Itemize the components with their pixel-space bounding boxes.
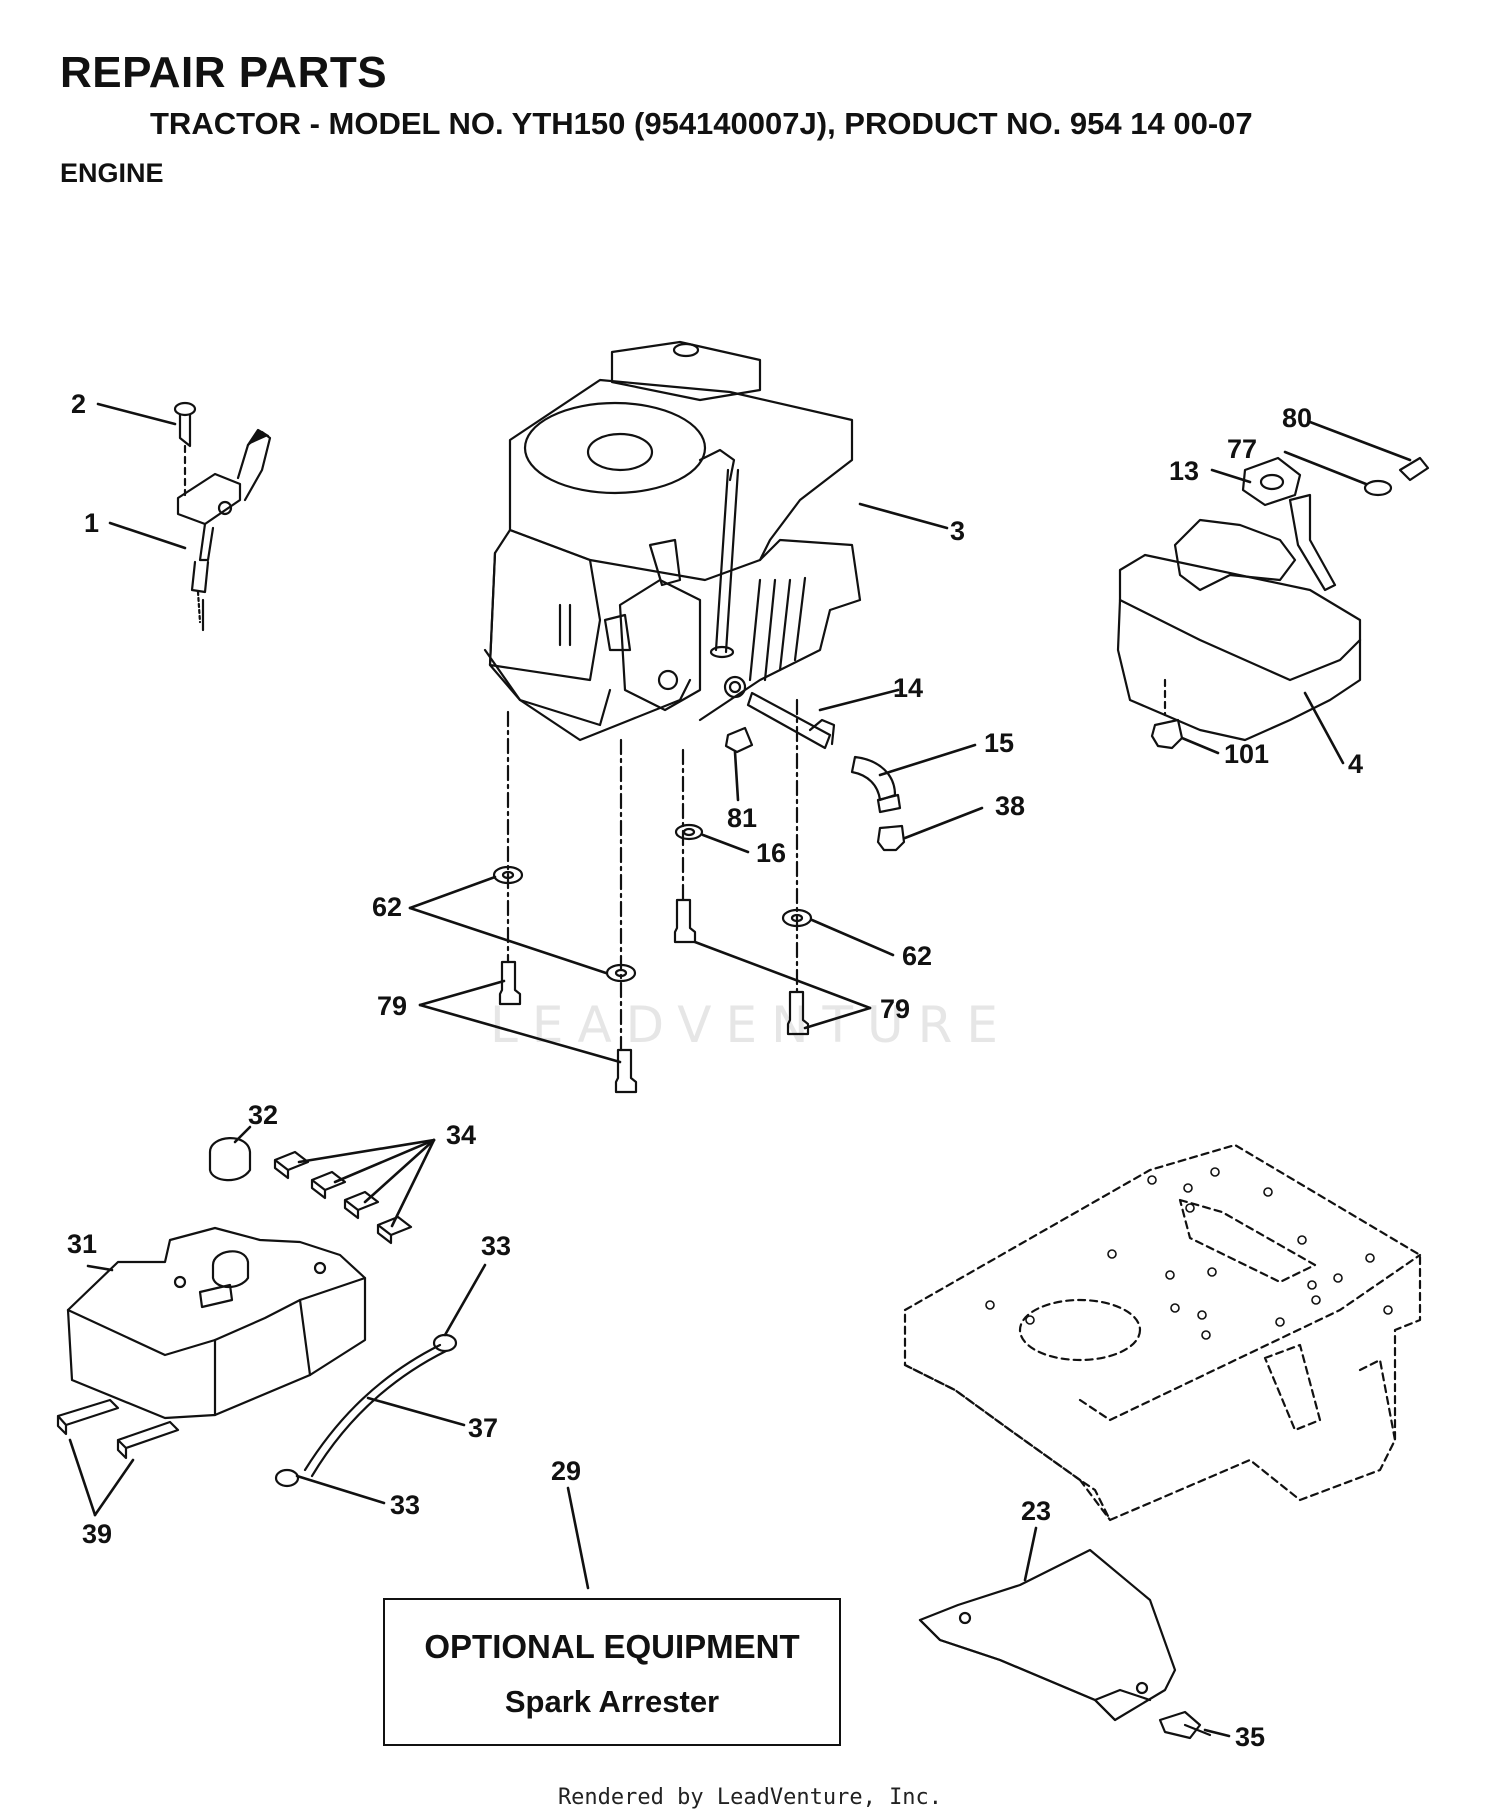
callout-15: 15 bbox=[984, 728, 1014, 758]
muffler-drawing bbox=[1116, 456, 1430, 750]
optional-equipment-item: Spark Arrester bbox=[504, 1684, 720, 1719]
callout-29: 29 bbox=[551, 1456, 581, 1486]
frame-holes-drawing bbox=[985, 1167, 1393, 1340]
page-title: REPAIR PARTS bbox=[60, 48, 388, 97]
callout-38: 38 bbox=[995, 791, 1025, 821]
callout-23: 23 bbox=[1021, 1496, 1051, 1526]
fuel-line-drawing bbox=[674, 691, 906, 852]
callout-33-top: 33 bbox=[481, 1231, 511, 1261]
callout-4: 4 bbox=[1348, 749, 1363, 779]
callout-3: 3 bbox=[950, 516, 965, 546]
callout-62-right: 62 bbox=[902, 941, 932, 971]
engine-drawing bbox=[483, 340, 862, 742]
callout-37: 37 bbox=[468, 1413, 498, 1443]
callout-34: 34 bbox=[446, 1120, 476, 1150]
hose-drawing bbox=[274, 1333, 458, 1488]
throttle-control-drawing bbox=[173, 401, 272, 632]
callout-14: 14 bbox=[893, 673, 923, 703]
callout-79-right: 79 bbox=[880, 994, 910, 1024]
callout-33-bottom: 33 bbox=[390, 1490, 420, 1520]
frame-drawing bbox=[903, 1143, 1422, 1522]
leader-lines bbox=[68, 402, 1412, 1738]
callout-1: 1 bbox=[84, 508, 99, 538]
callout-79-left: 79 bbox=[377, 991, 407, 1021]
optional-equipment-box: OPTIONAL EQUIPMENT Spark Arrester bbox=[383, 1598, 841, 1746]
section-label: ENGINE bbox=[60, 158, 164, 188]
callout-39: 39 bbox=[82, 1519, 112, 1549]
watermark-text: LEADVENTURE bbox=[490, 996, 1012, 1054]
callout-32: 32 bbox=[248, 1100, 278, 1130]
callout-81: 81 bbox=[727, 803, 757, 833]
callout-labels: 2 1 3 80 77 13 14 15 38 101 4 81 16 62 6… bbox=[67, 389, 1363, 1752]
callout-16: 16 bbox=[756, 838, 786, 868]
callout-62-left: 62 bbox=[372, 892, 402, 922]
callout-77: 77 bbox=[1227, 434, 1257, 464]
model-subtitle: TRACTOR - MODEL NO. YTH150 (954140007J),… bbox=[150, 106, 1253, 141]
callout-101: 101 bbox=[1224, 739, 1269, 769]
callout-2: 2 bbox=[71, 389, 86, 419]
air-cleaner-cover-drawing bbox=[56, 1137, 413, 1460]
callout-13: 13 bbox=[1169, 456, 1199, 486]
optional-equipment-heading: OPTIONAL EQUIPMENT bbox=[424, 1628, 800, 1665]
footer-credit: Rendered by LeadVenture, Inc. bbox=[557, 1785, 943, 1810]
callout-80: 80 bbox=[1282, 403, 1312, 433]
heat-shield-drawing bbox=[918, 1548, 1212, 1740]
callout-31: 31 bbox=[67, 1229, 97, 1259]
callout-35: 35 bbox=[1235, 1722, 1265, 1752]
